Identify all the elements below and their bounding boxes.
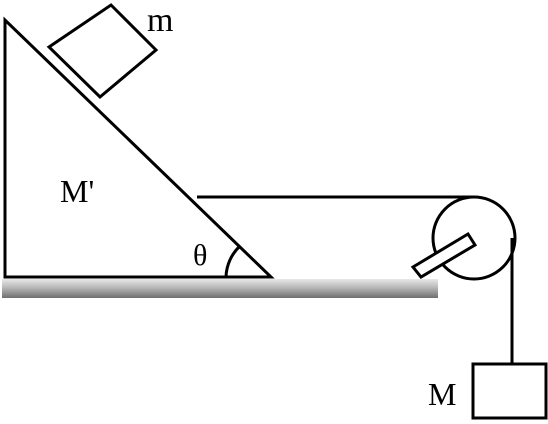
wedge (3, 16, 275, 279)
angle-arc (224, 244, 242, 278)
label-theta: θ (193, 239, 207, 272)
label-wedge: M' (60, 173, 94, 209)
block-m (46, 3, 159, 100)
pulley-wheel (431, 195, 517, 281)
pulley-bracket (410, 231, 478, 279)
ground-surface (2, 279, 438, 298)
label-m: m (147, 2, 173, 39)
hanging-block (471, 362, 548, 420)
label-hanging-mass: M (428, 376, 456, 412)
